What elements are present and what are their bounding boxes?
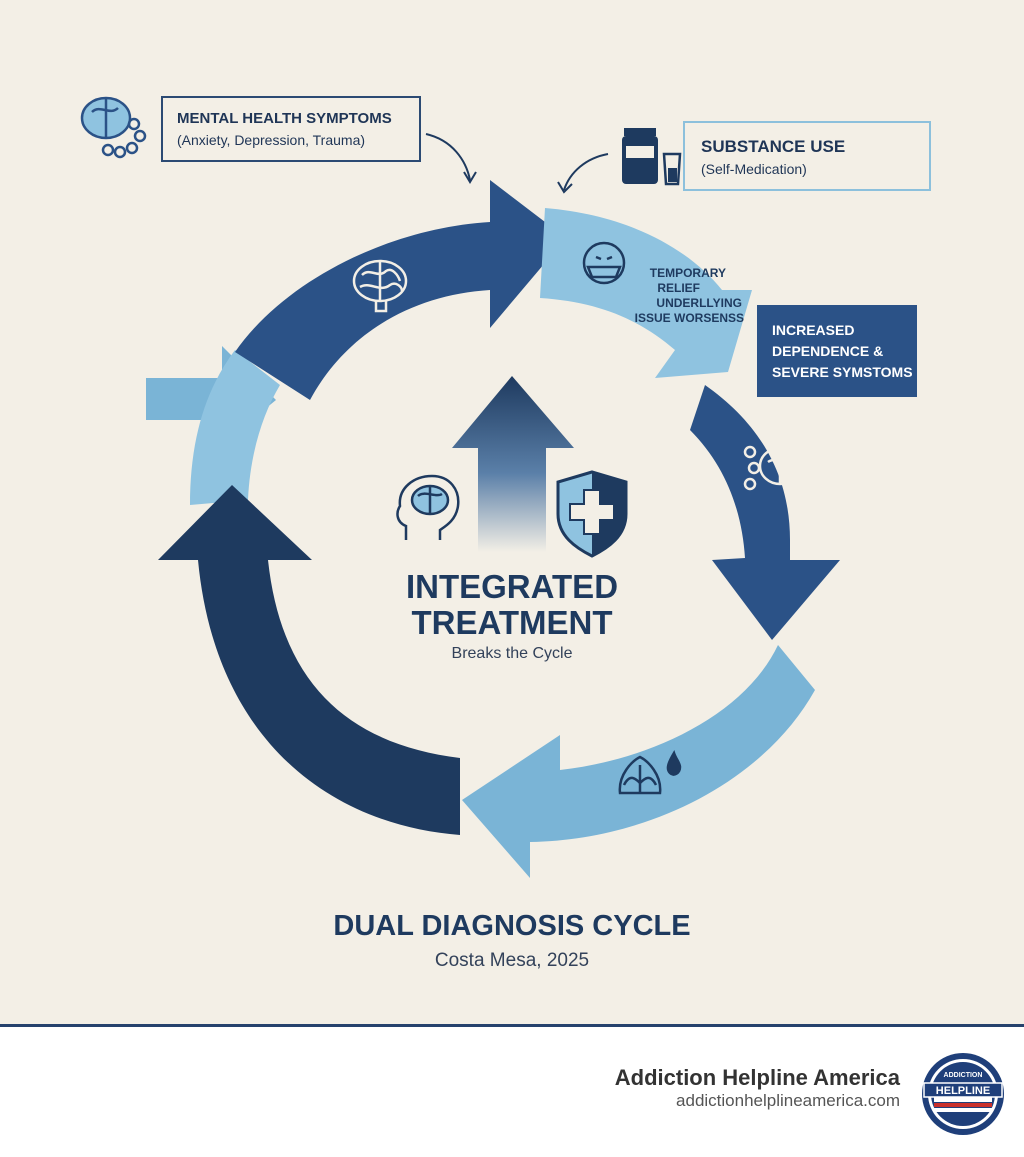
relief-line-3: UNDERLLYING [656, 296, 742, 310]
caption-title: DUAL DIAGNOSIS CYCLE [333, 910, 691, 942]
mental-health-subtitle: (Anxiety, Depression, Trauma) [177, 132, 366, 148]
relief-line-1: TEMPORARY [649, 266, 726, 280]
connector-arrow-left [425, 133, 471, 181]
center-title-1: INTEGRATED [405, 568, 619, 605]
cycle-segment-upper-right [540, 208, 752, 378]
logo-arc-text: ADDICTION [944, 1072, 983, 1079]
chained-brain-bottle-icon [743, 433, 818, 502]
footer: Addiction Helpline America addictionhelp… [0, 1024, 1024, 1157]
cycle-segment-bottom [462, 645, 815, 878]
dependence-text: INCREASED DEPENDENCE & SEVERE SYMSTOMS [772, 320, 914, 383]
brain-icon [352, 259, 408, 313]
substance-use-subtitle: (Self-Medication) [701, 161, 807, 177]
relief-line-4: ISSUE WORSENSS [634, 311, 744, 325]
connector-arrowhead-right [557, 181, 573, 194]
cycle-diagram [80, 96, 917, 878]
mental-health-title: MENTAL HEALTH SYMPTOMS [177, 110, 392, 127]
cycle-segment-light-left [190, 350, 280, 505]
cycle-segment-left [158, 485, 460, 835]
brain-chain-icon [80, 96, 147, 159]
center-up-arrow [452, 376, 574, 552]
connector-arrowhead-left [463, 171, 477, 184]
head-brain-icon [396, 474, 460, 540]
mental-health-box: MENTAL HEALTH SYMPTOMS (Anxiety, Depress… [161, 96, 421, 162]
masked-face-icon [582, 241, 626, 285]
relief-text: TEMPORARY RELIEF UNDERLLYING ISSUE WORSE… [628, 266, 748, 326]
relief-line-2: RELIEF [657, 281, 700, 295]
cycle-segment-right [690, 385, 840, 640]
leaf-drop-icon [618, 750, 682, 795]
logo-text: HELPLINE [936, 1085, 990, 1097]
substance-use-title: SUBSTANCE USE [701, 137, 846, 156]
helpline-logo: HELPLINE ADDICTION [922, 1053, 1004, 1135]
bottle-glass-icon [622, 128, 682, 186]
caption-subtitle: Costa Mesa, 2025 [434, 950, 590, 971]
footer-brand: Addiction Helpline America [614, 1065, 900, 1090]
dependence-line-1: INCREASED [772, 322, 855, 338]
dependence-line-2: DEPENDENCE & [772, 343, 884, 359]
shield-cross-icon [556, 470, 628, 558]
connector-arrow-right [563, 153, 609, 191]
center-subtitle: Breaks the Cycle [451, 645, 573, 662]
dependence-line-3: SEVERE SYMSTOMS [772, 364, 913, 380]
dependence-box [757, 305, 917, 397]
substance-use-box: SUBSTANCE USE (Self-Medication) [683, 121, 931, 191]
cycle-segment-top [235, 180, 566, 400]
center-title-2: TREATMENT [411, 604, 613, 641]
footer-url[interactable]: addictionhelplineamerica.com [676, 1091, 900, 1110]
